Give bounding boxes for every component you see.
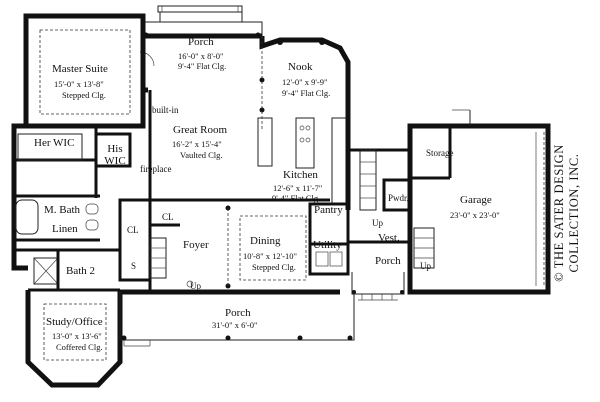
room-great-room-dims: 16'-2" x 15'-4" bbox=[172, 139, 222, 149]
note-shelf: S bbox=[131, 261, 137, 271]
copyright-watermark: © THE SATER DESIGN COLLECTION, INC. bbox=[552, 144, 581, 282]
foyer-dining-walls bbox=[120, 200, 340, 295]
room-powder: Pwdr. bbox=[388, 193, 409, 203]
room-dining: Dining bbox=[250, 235, 281, 247]
room-nook-ceiling: 9'-4" Flat Clg. bbox=[282, 88, 331, 98]
note-built-in: built-in bbox=[152, 105, 179, 115]
garage-walls bbox=[407, 109, 551, 295]
room-rear-porch: Porch bbox=[188, 36, 214, 48]
room-front-porch-dims: 31'-0" x 6'-0" bbox=[212, 320, 258, 330]
note-closet-hall: CL bbox=[127, 225, 139, 235]
room-his-wic: His WIC bbox=[104, 143, 126, 167]
room-garage: Garage bbox=[460, 194, 492, 206]
side-porch-outline bbox=[351, 272, 405, 301]
room-rear-porch-dims: 16'-0" x 8'-0" bbox=[178, 51, 224, 61]
room-dining-dims: 10'-8" x 12'-10" bbox=[243, 251, 297, 261]
room-kitchen: Kitchen bbox=[283, 169, 318, 181]
room-great-room: Great Room bbox=[173, 124, 228, 136]
note-closet-foyer: CL bbox=[162, 212, 174, 222]
note-fireplace: fireplace bbox=[140, 164, 172, 174]
room-rear-porch-ceiling: 9'-4" Flat Clg. bbox=[178, 61, 227, 71]
room-master-suite-ceiling: Stepped Clg. bbox=[62, 90, 106, 100]
room-kitchen-dims: 12'-6" x 11'-7" bbox=[273, 183, 323, 193]
note-up-porch: Up bbox=[420, 261, 431, 271]
study-walls bbox=[25, 288, 123, 388]
room-vestibule: Vest. bbox=[378, 232, 400, 244]
room-bath-2: Bath 2 bbox=[66, 265, 96, 277]
room-side-porch: Porch bbox=[375, 255, 401, 267]
room-kitchen-ceiling: 9'-4" Flat Clg. bbox=[272, 193, 321, 203]
room-nook-dims: 12'-0" x 9'-9" bbox=[282, 77, 328, 87]
room-study-dims: 13'-0" x 13'-6" bbox=[52, 331, 102, 341]
note-up-vest: Up bbox=[372, 218, 383, 228]
rear-porch-outline bbox=[141, 5, 263, 38]
room-garage-dims: 23'-0" x 23'-0" bbox=[450, 210, 500, 220]
main-walls bbox=[140, 33, 351, 210]
room-master-bath: M. Bath bbox=[44, 204, 81, 216]
room-her-wic: Her WIC bbox=[34, 137, 75, 149]
room-master-suite-dims: 15'-0" x 13'-8" bbox=[54, 79, 104, 89]
front-porch-outline bbox=[119, 292, 355, 347]
room-nook: Nook bbox=[288, 61, 313, 73]
room-master-suite: Master Suite bbox=[52, 63, 108, 75]
room-linen: Linen bbox=[52, 223, 78, 235]
room-storage: Storage bbox=[426, 148, 454, 158]
note-up-foyer: Up bbox=[190, 281, 201, 291]
room-study-ceiling: Coffered Clg. bbox=[56, 342, 103, 352]
room-foyer: Foyer bbox=[183, 239, 209, 251]
copyright-watermark-box: © THE SATER DESIGN COLLECTION, INC. bbox=[548, 122, 588, 302]
room-great-room-ceiling: Vaulted Clg. bbox=[180, 150, 223, 160]
room-study: Study/Office bbox=[46, 316, 103, 328]
room-front-porch: Porch bbox=[225, 307, 251, 319]
room-utility: Utility bbox=[313, 239, 342, 251]
bath-closet-walls bbox=[11, 123, 152, 290]
room-pantry: Pantry bbox=[314, 204, 343, 216]
room-dining-ceiling: Stepped Clg. bbox=[252, 262, 296, 272]
